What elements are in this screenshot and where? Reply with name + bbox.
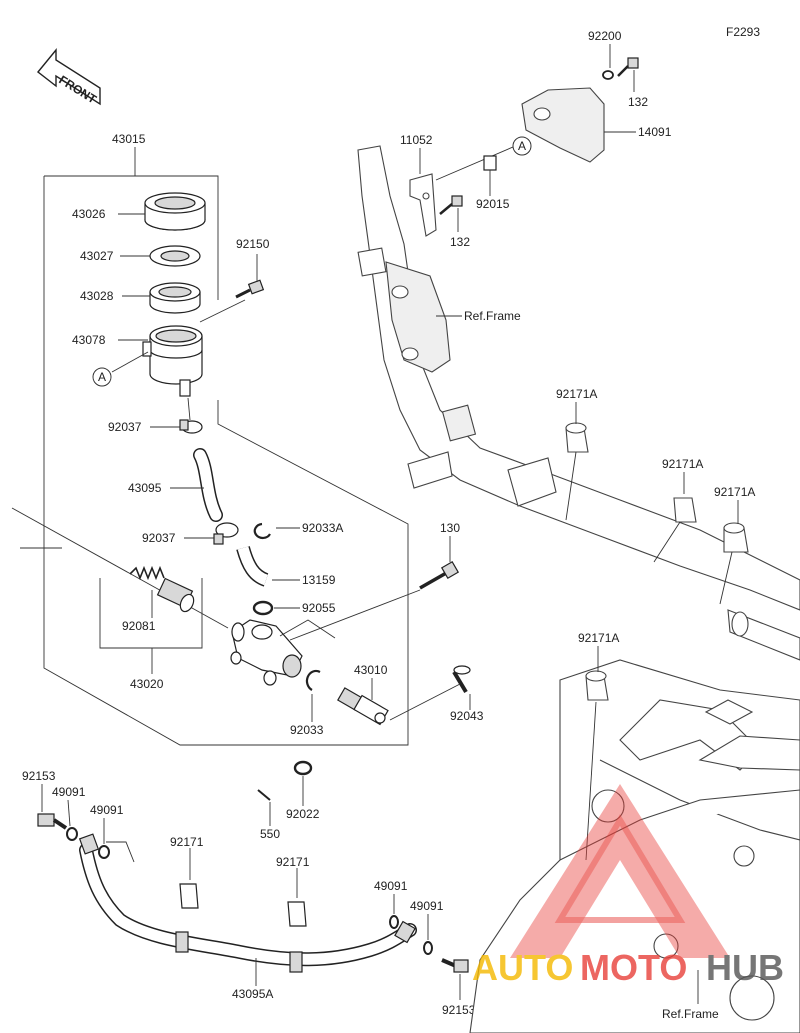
label-49091-b: 49091 <box>90 803 124 817</box>
clamp-92171A-4 <box>585 670 609 701</box>
washer-92200 <box>602 70 614 80</box>
clamp-92171A-2 <box>673 497 697 523</box>
piston-spring-92081 <box>129 565 165 581</box>
collar-92015 <box>483 155 497 171</box>
label-43015: 43015 <box>112 132 146 146</box>
callout-a-text: A <box>98 370 106 384</box>
bolt-130 <box>419 560 460 590</box>
label-43078: 43078 <box>72 333 106 347</box>
label-92022: 92022 <box>286 807 320 821</box>
banjo-bolt-92153-right <box>441 958 469 973</box>
gasket-49091-b <box>98 845 110 859</box>
ref-frame-label-lower: Ref.Frame <box>662 1007 719 1021</box>
circlip-92033A <box>253 522 271 540</box>
label-92171A-3: 92171A <box>714 485 755 499</box>
label-11052: 11052 <box>400 133 433 147</box>
label-43028: 43028 <box>80 289 114 303</box>
watermark-text-auto: AUTO <box>472 947 573 988</box>
watermark-text-moto: MOTO <box>580 947 687 988</box>
diaphragm-43028 <box>149 282 201 314</box>
front-arrow-icon: FRONT <box>37 48 101 107</box>
label-92150: 92150 <box>236 237 270 251</box>
ref-frame-label-upper: Ref.Frame <box>464 309 521 323</box>
callout-a-circle-frame <box>512 136 532 156</box>
label-132-top: 132 <box>628 95 648 109</box>
label-92033: 92033 <box>290 723 324 737</box>
label-43095: 43095 <box>128 481 162 495</box>
clamp-92171A-3 <box>723 522 749 553</box>
label-43026: 43026 <box>72 207 106 221</box>
label-92055: 92055 <box>302 601 336 615</box>
callout-a-circle <box>92 367 112 387</box>
hose-clamp-92171-left <box>179 883 199 909</box>
label-92033A: 92033A <box>302 521 343 535</box>
label-92171A-1: 92171A <box>556 387 597 401</box>
label-13159: 13159 <box>302 573 336 587</box>
label-550: 550 <box>260 827 280 841</box>
label-130: 130 <box>440 521 460 535</box>
label-92171A-2: 92171A <box>662 457 703 471</box>
bolt-92150 <box>235 279 265 299</box>
bolt-132-top <box>617 57 639 77</box>
label-49091-c: 49091 <box>374 879 408 893</box>
figure-code: F2293 <box>726 25 760 39</box>
master-cylinder-body <box>230 619 303 686</box>
label-92037-upper: 92037 <box>108 420 142 434</box>
pin-92043 <box>452 665 471 694</box>
label-92153-left: 92153 <box>22 769 56 783</box>
hose-clamp-92037-upper <box>179 397 203 434</box>
reservoir-43078 <box>142 325 203 397</box>
hose-clamp-92037-lower <box>213 522 239 545</box>
label-43020: 43020 <box>130 677 164 691</box>
reservoir-cap-43026 <box>144 192 206 231</box>
push-rod-43010 <box>337 687 389 726</box>
assembly-bracket-43015 <box>43 175 409 746</box>
diaphragm-plate-43027 <box>149 245 201 267</box>
clamp-92171A-1 <box>565 422 589 453</box>
callout-a-text-frame: A <box>518 139 526 153</box>
label-92153-right: 92153 <box>442 1003 476 1017</box>
label-92200: 92200 <box>588 29 622 43</box>
label-92015: 92015 <box>476 197 510 211</box>
bracket-11052 <box>409 173 437 237</box>
o-ring-92055 <box>252 600 274 616</box>
label-92171-right: 92171 <box>276 855 310 869</box>
cotter-pin-550 <box>257 789 271 801</box>
label-92171-left: 92171 <box>170 835 204 849</box>
washer-92022 <box>293 760 313 776</box>
label-92043: 92043 <box>450 709 484 723</box>
bolt-132-lower <box>439 195 463 215</box>
label-49091-a: 49091 <box>52 785 86 799</box>
label-43027: 43027 <box>80 249 114 263</box>
label-43095A: 43095A <box>232 987 273 1001</box>
cover-14091 <box>521 87 605 163</box>
gasket-49091-c <box>389 915 399 929</box>
label-92081: 92081 <box>122 619 156 633</box>
watermark-text-hub: HUB <box>706 947 784 988</box>
label-14091: 14091 <box>638 125 672 139</box>
label-92171A-4: 92171A <box>578 631 619 645</box>
banjo-bolt-92153-left <box>37 813 68 830</box>
label-92037-lower: 92037 <box>142 531 176 545</box>
watermark-logo: AUTO MOTO HUB <box>472 784 784 988</box>
hose-clamp-92171-right <box>287 901 307 927</box>
frame-drawing <box>357 145 800 1033</box>
piston-43020 <box>156 577 195 613</box>
label-43010: 43010 <box>354 663 388 677</box>
label-49091-d: 49091 <box>410 899 444 913</box>
brake-hose-43095A <box>79 843 417 967</box>
circlip-92033 <box>305 669 321 691</box>
gasket-49091-d <box>423 941 433 955</box>
gasket-49091-a <box>66 827 78 841</box>
label-132-lower: 132 <box>450 235 470 249</box>
